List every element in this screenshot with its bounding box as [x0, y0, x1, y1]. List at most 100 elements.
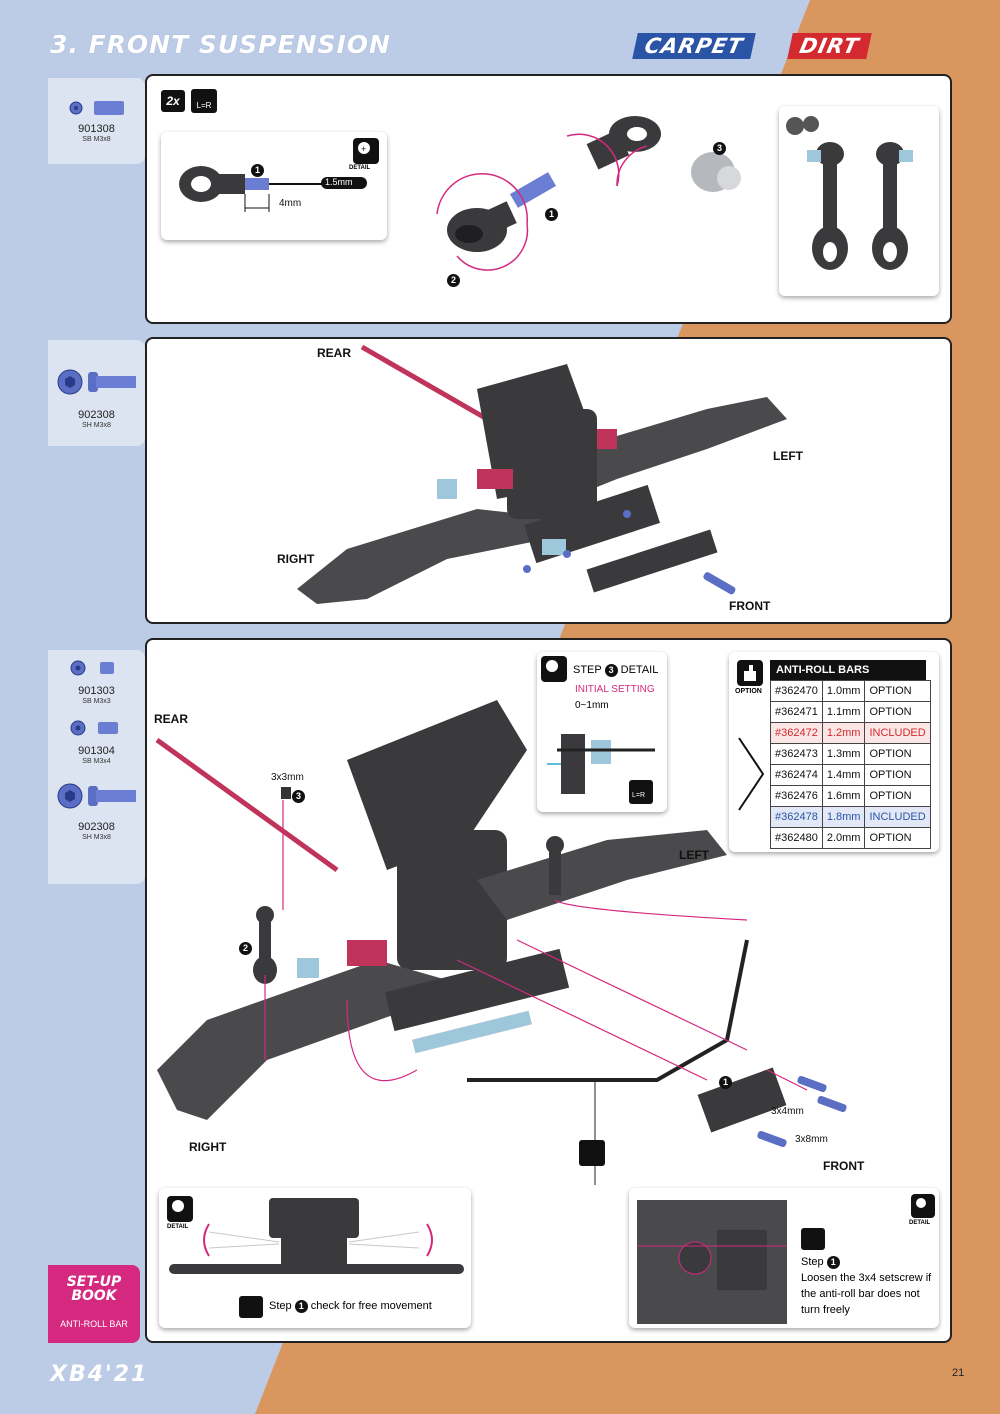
dirt-badge: DIRT	[787, 33, 872, 59]
detail-label: DETAIL	[349, 165, 371, 171]
free-movement-detail-card: DETAIL Step 1 check for free movement	[159, 1188, 471, 1328]
tool-dimension: 1.5mm	[325, 177, 353, 187]
setscrew-size: 3x3mm	[271, 772, 304, 783]
ball-end-rod-drawing	[179, 166, 367, 212]
table-cell-status: OPTION	[864, 701, 931, 723]
option-label: OPTION	[735, 688, 762, 695]
setscrew-detail-card: DETAIL Step 1 Loosen the 3x4 setscrew if…	[629, 1188, 939, 1328]
detail-icon	[167, 1196, 193, 1222]
setscrew-3-icon	[70, 660, 114, 676]
step3-detail-card: STEP 3 DETAIL INITIAL SETTING 0~1mm L=R	[537, 652, 667, 812]
part-number: 901308	[78, 123, 115, 135]
callout-1b: 1	[545, 204, 558, 222]
callout-1: 1	[251, 160, 264, 178]
callout-3: 3	[713, 138, 726, 156]
table-cell-size: 1.2mm	[821, 722, 866, 744]
bracket-icon	[738, 737, 765, 811]
setup-line1: SET-UP	[66, 1274, 122, 1290]
table-cell-status: OPTION	[864, 680, 931, 702]
part-number: 901304	[78, 745, 115, 757]
callout-2: 2	[447, 270, 460, 288]
gap-range: 0~1mm	[575, 700, 609, 711]
setscrew-icon	[69, 101, 124, 115]
label-rear: REAR	[317, 346, 352, 360]
table-cell-status: INCLUDED	[864, 722, 931, 744]
svg-text:+: +	[361, 144, 366, 154]
label-front: FRONT	[823, 1159, 865, 1173]
detail-icon: +	[353, 138, 379, 164]
anti-roll-bar-top-view	[169, 1198, 464, 1274]
table-title: ANTI-ROLL BARS	[770, 660, 926, 680]
table-cell-status: INCLUDED	[864, 806, 931, 828]
table-cell-part: #362473	[770, 743, 823, 765]
lr-icon	[629, 780, 653, 804]
table-cell-size: 1.0mm	[821, 680, 866, 702]
hex-screw-icon	[57, 369, 136, 395]
length-dimension: 4mm	[279, 198, 302, 209]
initial-setting-label: INITIAL SETTING	[575, 684, 655, 695]
part-desc: SB M3x4	[82, 758, 111, 765]
callout-3: 3	[292, 786, 305, 804]
section-title: 3. FRONT SUSPENSION	[50, 30, 391, 59]
step1-panel: 2x L=R 1 1.5mm 4mm + DETAIL	[145, 74, 952, 324]
parts-box-step1: 901308 SB M3x8	[48, 78, 145, 164]
qty-badge: 2x	[161, 90, 185, 112]
setup-line2: BOOK	[71, 1288, 117, 1304]
table-cell-size: 1.3mm	[821, 743, 866, 765]
screwdriver-icon	[801, 1228, 825, 1250]
table-cell-size: 1.6mm	[821, 785, 866, 807]
detail-title: STEP 3 DETAIL	[573, 664, 659, 677]
lr-badge: L=R	[191, 89, 217, 113]
table-cell-size: 1.4mm	[821, 764, 866, 786]
table-cell-status: OPTION	[864, 743, 931, 765]
detail-label: DETAIL	[909, 1220, 931, 1226]
part-number: 902308	[78, 821, 115, 833]
step3-panel: REAR LEFT RIGHT FRONT 3x3mm 3 2 1 3x4mm …	[145, 638, 952, 1343]
assembled-ball-ends-drawing	[786, 116, 913, 270]
setscrew-4-icon	[70, 720, 118, 736]
anti-roll-bar-assembly-drawing	[155, 700, 847, 1185]
detail-icon	[911, 1194, 935, 1218]
table-cell-status: OPTION	[864, 827, 931, 849]
page-number: 21	[952, 1367, 965, 1379]
part-number: 901303	[78, 685, 115, 697]
callout-2: 2	[239, 938, 252, 956]
part-desc: SH M3x8	[82, 422, 111, 429]
label-right: RIGHT	[277, 552, 315, 566]
step2-panel: REAR LEFT RIGHT FRONT	[145, 337, 952, 624]
part-desc: SB M3x3	[82, 698, 111, 705]
table-cell-size: 1.8mm	[821, 806, 866, 828]
table-cell-status: OPTION	[864, 764, 931, 786]
setscrew-note: Step 1 Loosen the 3x4 setscrew if the an…	[801, 1256, 932, 1316]
callout-1: 1	[719, 1072, 732, 1090]
model-logo: XB4'21	[50, 1362, 149, 1387]
table-cell-part: #362472	[770, 722, 823, 744]
lr-label: L=R	[632, 792, 646, 799]
end-detail-card: 1 1.5mm 4mm + DETAIL	[161, 132, 387, 240]
label-front: FRONT	[729, 599, 771, 613]
part-desc: SH M3x8	[82, 834, 111, 841]
label-right: RIGHT	[189, 1140, 227, 1154]
table-cell-size: 2.0mm	[821, 827, 866, 849]
front-arms-assembly-drawing	[297, 344, 787, 604]
thumbs-up-icon	[737, 660, 763, 686]
ball-end-assembly-drawing	[436, 116, 741, 271]
label-rear: REAR	[154, 712, 189, 726]
free-movement-note: Step 1 check for free movement	[269, 1300, 432, 1313]
label-left: LEFT	[679, 848, 709, 862]
gap-detail-drawing	[547, 734, 655, 794]
setscrew-closeup-drawing	[637, 1200, 787, 1324]
hex-screw-icon	[57, 783, 136, 809]
table-cell-part: #362478	[770, 806, 823, 828]
table-cell-size: 1.1mm	[821, 701, 866, 723]
carpet-badge: CARPET	[632, 33, 756, 59]
table-cell-part: #362470	[770, 680, 823, 702]
